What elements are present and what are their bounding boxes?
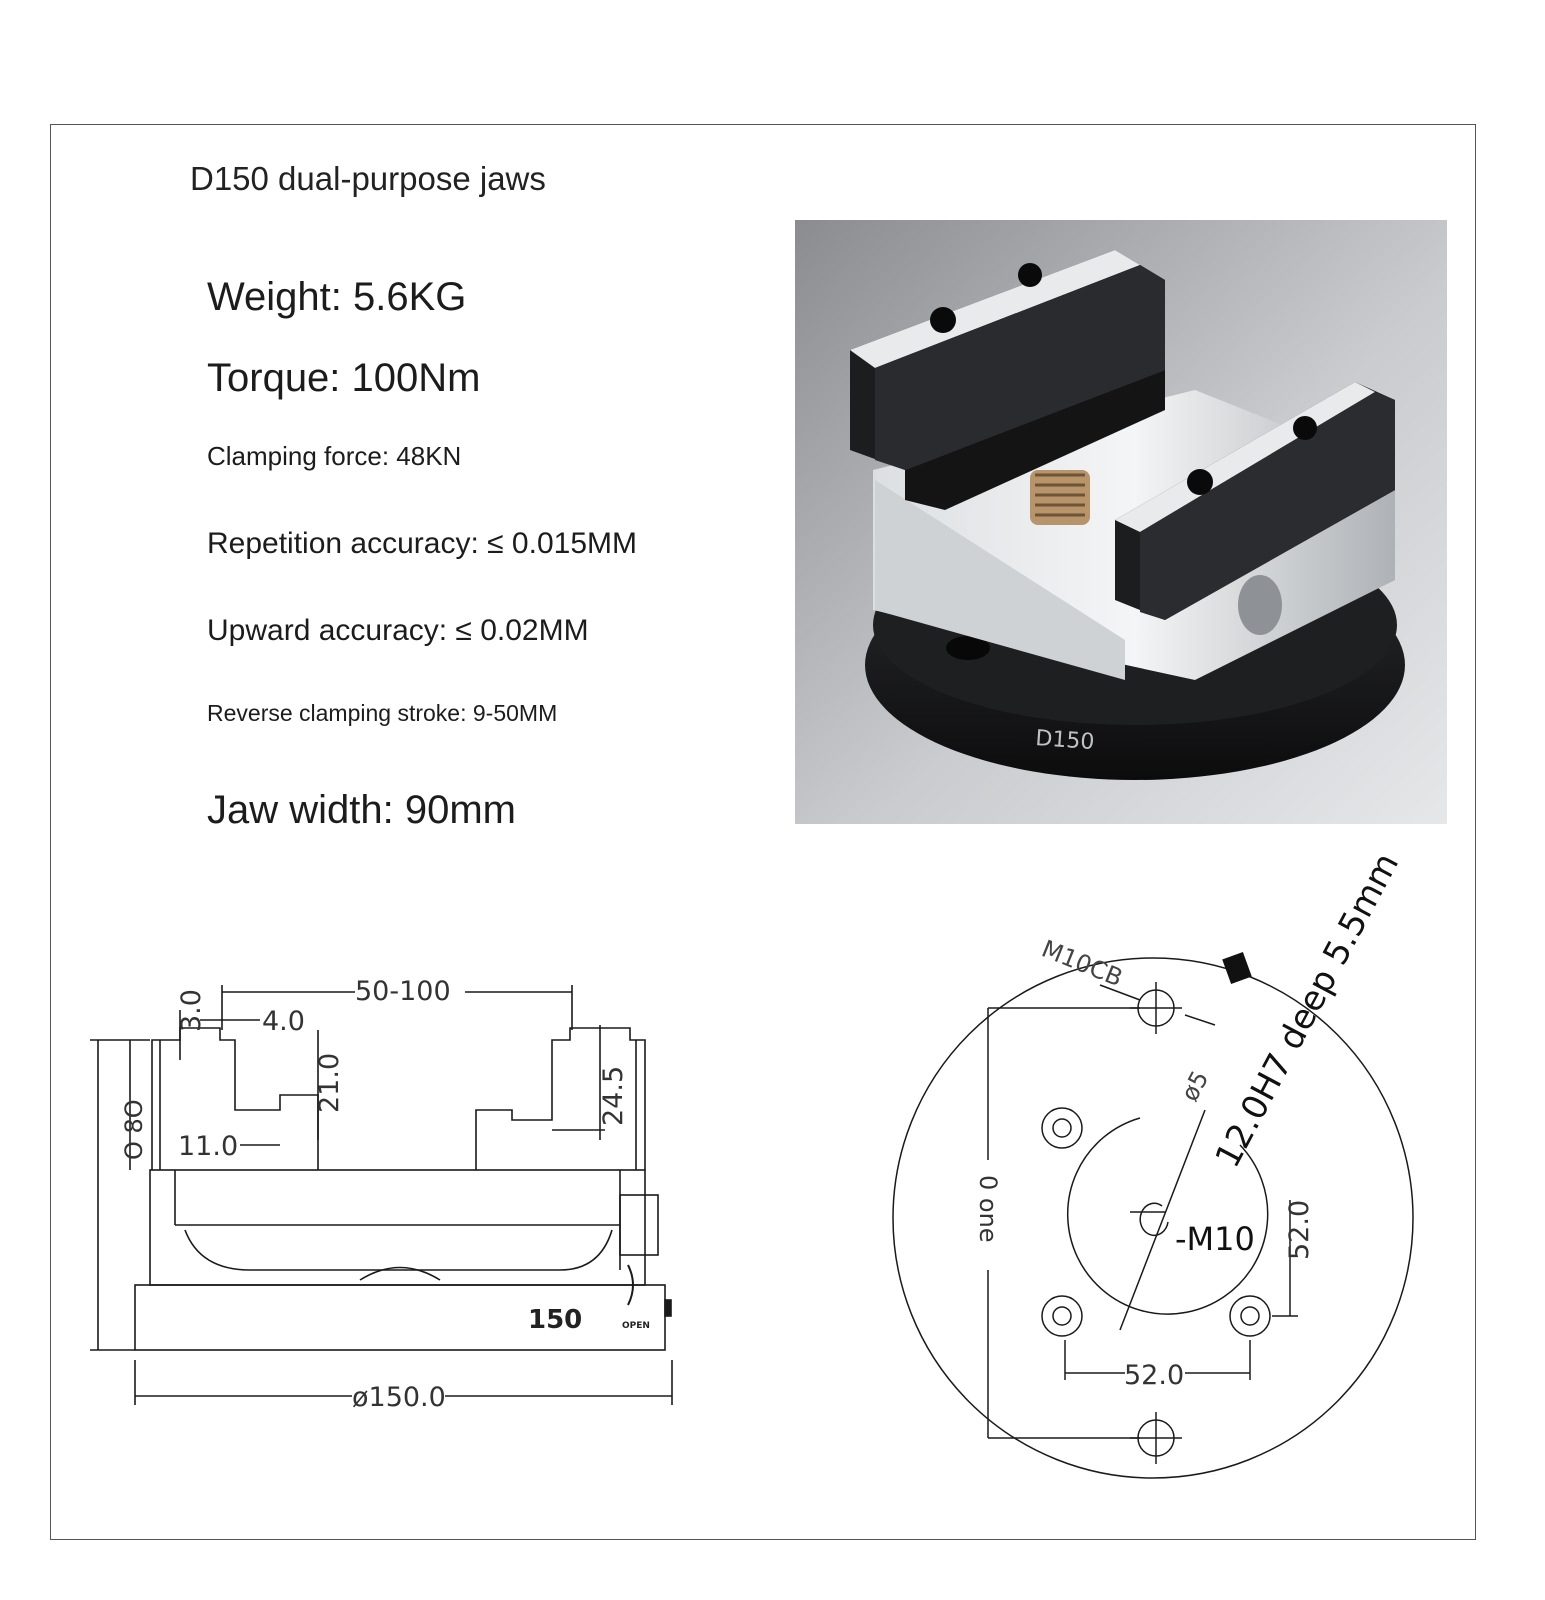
spec-upward-accuracy: Upward accuracy: ≤ 0.02MM (207, 614, 589, 647)
spec-reverse-stroke: Reverse clamping stroke: 9-50MM (207, 700, 558, 726)
center-thread-icon (1139, 1202, 1169, 1237)
dim-diameter: ø150.0 (352, 1382, 446, 1413)
vise-body-side (875, 480, 1125, 680)
label-spec-note: 12.0H7 deep 5.5mm (1208, 847, 1408, 1175)
mounting-hole-icon (1229, 1295, 1271, 1337)
spec-jaw-width: Jaw width: 90mm (207, 788, 516, 832)
product-title: D150 dual-purpose jaws (190, 160, 546, 197)
left-jaw (850, 250, 1165, 510)
label-m10cb: M10CB (1038, 935, 1127, 993)
product-photo: D150 (795, 220, 1447, 824)
dim-52-vertical: 52.0 (1284, 1200, 1315, 1260)
label-center-thread: -M10 (1175, 1220, 1255, 1258)
mounting-hole-icon (1041, 1295, 1083, 1337)
dim-opening: 50-100 (355, 976, 451, 1007)
base-hole-icon (946, 636, 990, 660)
dim-4: 4.0 (262, 1006, 305, 1037)
dim-height: O 8O (120, 1099, 148, 1160)
label-partial-phi: ø5 (1176, 1066, 1215, 1106)
dim-left: 0 one (974, 1175, 1002, 1243)
right-jaw (1115, 382, 1395, 635)
dim-11: 11.0 (178, 1131, 238, 1162)
mounting-hole-icon (1041, 1107, 1083, 1149)
spec-repetition-accuracy: Repetition accuracy: ≤ 0.015MM (207, 527, 637, 560)
dim-21: 21.0 (314, 1053, 345, 1113)
dim-52-horizontal: 52.0 (1124, 1360, 1184, 1391)
model-label: D150 (1035, 726, 1096, 755)
dim-245: 24.5 (598, 1066, 629, 1126)
spec-weight: Weight: 5.6KG (207, 275, 467, 319)
dim-3: 3.0 (176, 989, 207, 1032)
spec-clamping-force: Clamping force: 48KN (207, 441, 462, 471)
spec-torque: Torque: 100Nm (207, 356, 481, 400)
side-view-drawing (90, 985, 673, 1405)
smudge-mark (1222, 952, 1252, 984)
top-view-drawing (892, 957, 1414, 1479)
open-label: OPEN (622, 1321, 650, 1331)
content-frame (50, 124, 1476, 1540)
spring-icon (1030, 470, 1090, 525)
body-label: 150 (528, 1305, 582, 1335)
